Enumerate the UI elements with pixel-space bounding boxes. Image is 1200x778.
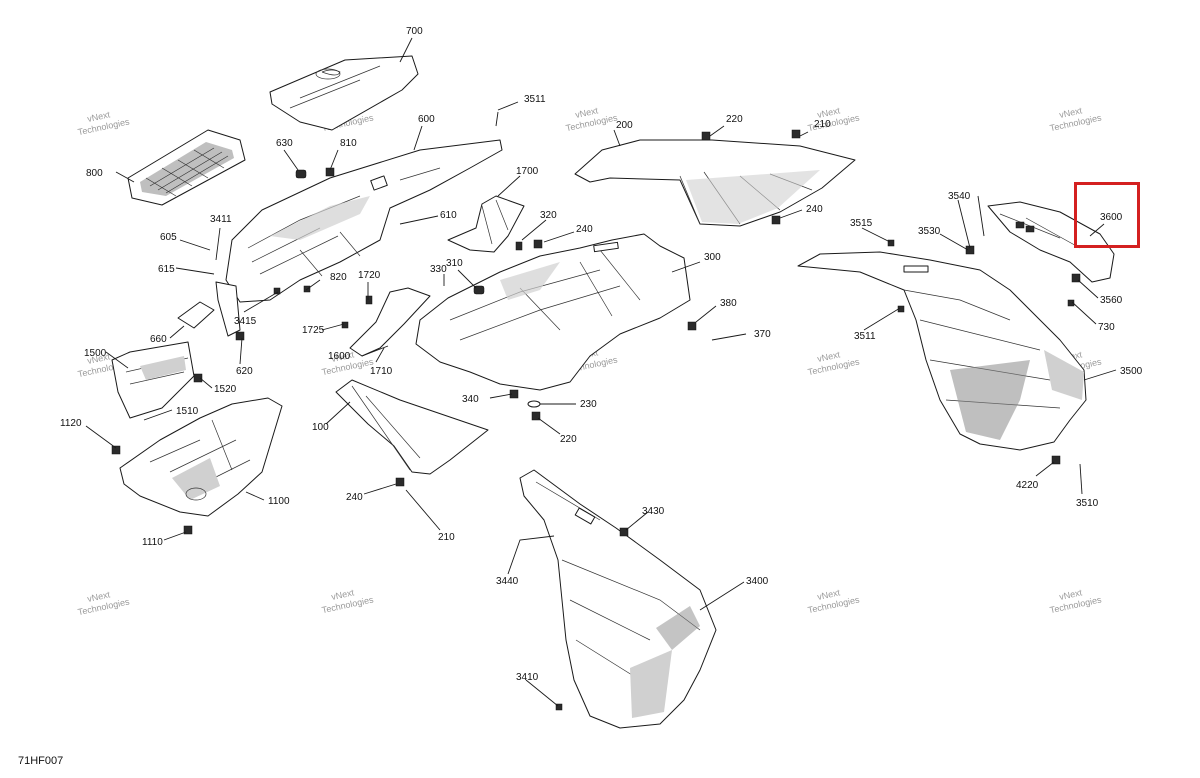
leader-lines (85, 37, 1117, 707)
callout-1710: 1710 (370, 366, 393, 377)
callout-3415: 3415 (234, 316, 257, 327)
callout-3500: 3500 (1120, 366, 1143, 377)
part-600-dashboard-frame (225, 139, 503, 303)
callout-210-top: 210 (814, 119, 831, 130)
watermark: vNext Technologies (1049, 587, 1103, 615)
callout-240-center: 240 (576, 224, 593, 235)
watermark: vNext Technologies (807, 349, 861, 377)
part-800-grille-panel (127, 129, 246, 206)
fasteners (111, 129, 1081, 711)
part-1100-lower-shroud (119, 397, 283, 517)
callout-3440: 3440 (496, 576, 519, 587)
callout-700: 700 (406, 26, 423, 37)
callout-380: 380 (720, 298, 737, 309)
callout-3515: 3515 (850, 218, 873, 229)
callout-1720: 1720 (358, 270, 381, 281)
callout-820: 820 (330, 272, 347, 283)
callout-230: 230 (580, 399, 597, 410)
part-100-lower-fairing (335, 379, 489, 475)
watermark-line1: vNext (574, 105, 599, 120)
callout-1600: 1600 (328, 351, 351, 362)
highlight-box-3600 (1074, 182, 1140, 248)
watermark: vNext Technologies (565, 105, 619, 133)
callout-1510: 1510 (176, 406, 199, 417)
callout-370: 370 (754, 329, 771, 340)
callout-630: 630 (276, 138, 293, 149)
callout-605: 605 (160, 232, 177, 243)
callout-330: 330 (430, 264, 447, 275)
watermark: vNext Technologies (321, 587, 375, 615)
callout-240-right: 240 (806, 204, 823, 215)
watermark: vNext Technologies (77, 109, 131, 137)
callout-3530: 3530 (918, 226, 941, 237)
callout-1725: 1725 (302, 325, 325, 336)
watermark-line1: vNext (1058, 105, 1083, 120)
part-3500-rear-fender (797, 251, 1087, 451)
callout-240-bottom: 240 (346, 492, 363, 503)
callout-610: 610 (440, 210, 457, 221)
callout-220-top: 220 (726, 114, 743, 125)
callout-3510: 3510 (1076, 498, 1099, 509)
watermark-line1: vNext (330, 349, 355, 364)
callout-3400: 3400 (746, 576, 769, 587)
callout-3560: 3560 (1100, 295, 1123, 306)
callout-810: 810 (340, 138, 357, 149)
watermark-line1: vNext (816, 587, 841, 602)
part-3600-deflector (987, 201, 1115, 283)
part-200-side-panel-upper (574, 139, 856, 227)
part-1700-bracket (447, 195, 525, 253)
callouts: 700 800 600 630 810 3511 610 1700 320 24… (60, 26, 1143, 683)
watermark: vNext Technologies (807, 587, 861, 615)
part-300-center-tub (415, 233, 691, 391)
diagram-code: 71HF007 (18, 755, 64, 767)
watermark-line1: vNext (816, 349, 841, 364)
part-1500-small-panel (111, 341, 195, 419)
callout-3540: 3540 (948, 191, 971, 202)
watermark: vNext Technologies (1049, 105, 1103, 133)
watermark: vNext Technologies (77, 589, 131, 617)
callout-3430: 3430 (642, 506, 665, 517)
callout-320: 320 (540, 210, 557, 221)
callout-3600: 3600 (1100, 212, 1123, 223)
callout-1500: 1500 (84, 348, 107, 359)
watermark-line1: vNext (86, 109, 111, 124)
callout-660: 660 (150, 334, 167, 345)
callout-615: 615 (158, 264, 175, 275)
callout-4220: 4220 (1016, 480, 1039, 491)
callout-300: 300 (704, 252, 721, 263)
watermark-line1: vNext (330, 587, 355, 602)
part-3400-door-panel (519, 469, 717, 729)
watermark-line1: vNext (86, 351, 111, 366)
part-700-console-cover (269, 55, 419, 131)
callout-1700: 1700 (516, 166, 539, 177)
callout-620: 620 (236, 366, 253, 377)
callout-730: 730 (1098, 322, 1115, 333)
watermark-line1: vNext (1058, 587, 1083, 602)
callout-200: 200 (616, 120, 633, 131)
callout-100: 100 (312, 422, 329, 433)
callout-3511-top: 3511 (524, 94, 546, 105)
callout-600: 600 (418, 114, 435, 125)
callout-3411: 3411 (210, 214, 232, 225)
callout-3410: 3410 (516, 672, 539, 683)
callout-1520: 1520 (214, 384, 237, 395)
callout-800: 800 (86, 168, 103, 179)
part-620-bracket (215, 281, 241, 337)
callout-3511-right: 3511 (854, 331, 876, 342)
part-660-label-plate (177, 301, 215, 329)
callout-210-bottom: 210 (438, 532, 455, 543)
callout-310: 310 (446, 258, 463, 269)
watermark-line1: vNext (86, 589, 111, 604)
watermark-line1: vNext (816, 105, 841, 120)
callout-220-bottom: 220 (560, 434, 577, 445)
callout-1110: 1110 (142, 537, 163, 548)
callout-1120: 1120 (60, 418, 82, 429)
callout-340: 340 (462, 394, 479, 405)
callout-1100: 1100 (268, 496, 290, 507)
watermarks: vNext Technologies vNext Technologies vN… (77, 105, 1103, 617)
